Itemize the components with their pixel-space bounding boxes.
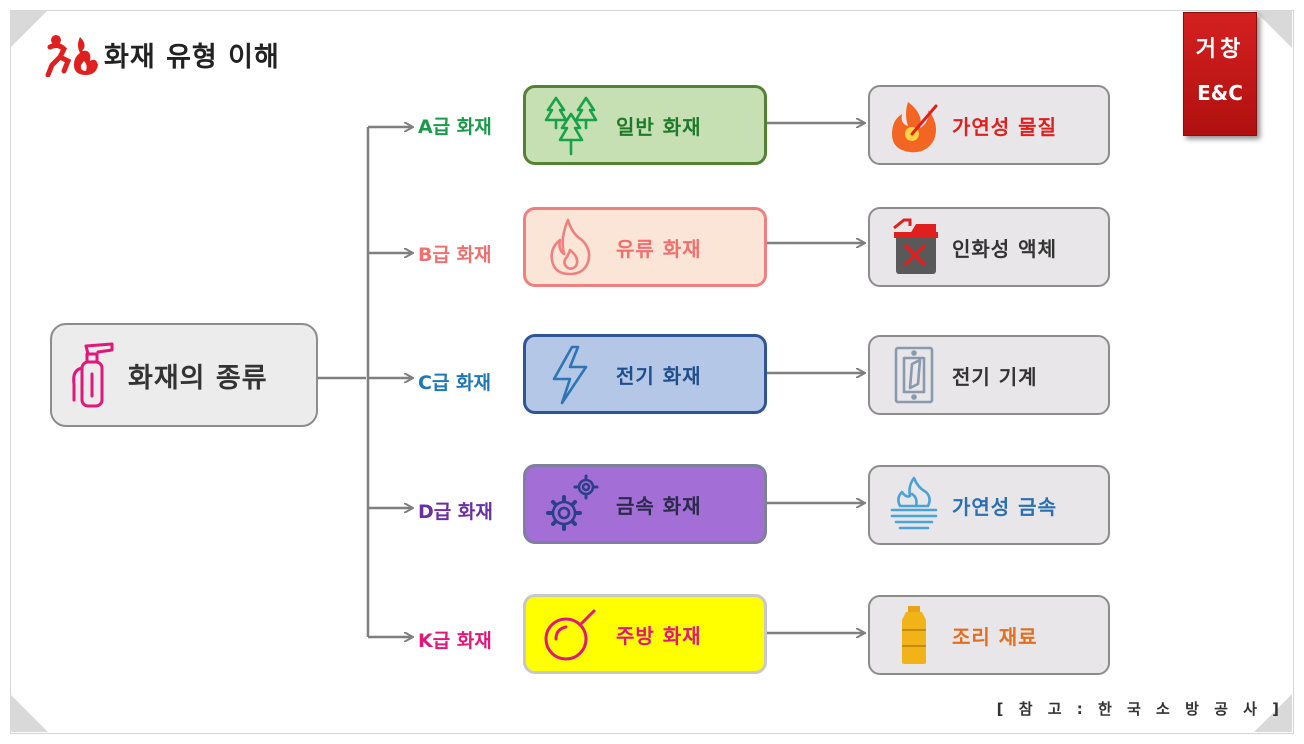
- material-cooking-ingredients: 조리 재료: [868, 595, 1110, 675]
- fire-type-metal: 금속 화재: [523, 464, 767, 544]
- title-area: 화재 유형 이해: [44, 34, 280, 77]
- corner-fold-top-left: [10, 10, 48, 48]
- corner-fold-top-right: [1254, 10, 1292, 48]
- burning-match-icon: [892, 102, 938, 153]
- class-label-b: B급 화재: [418, 244, 492, 266]
- fire-type-general: 일반 화재: [523, 85, 767, 165]
- badge-line-2: E&C: [1197, 81, 1243, 105]
- company-badge: 거창 E&C: [1183, 12, 1257, 136]
- fire-type-oil: 유류 화재: [523, 207, 767, 287]
- gears-icon: [546, 474, 599, 531]
- badge-line-1: 거창: [1195, 37, 1245, 62]
- fuel-can-icon: [893, 218, 938, 274]
- trees-icon: [544, 96, 598, 156]
- fire-type-label: 유류 화재: [616, 236, 702, 261]
- burning-metal-icon: [890, 476, 938, 530]
- material-combustible: 가연성 물질: [868, 85, 1110, 165]
- oil-bottle-icon: [902, 606, 926, 664]
- material-flammable-liquid: 인화성 액체: [868, 207, 1110, 287]
- root-node: 화재의 종류: [50, 323, 318, 427]
- flame-icon: [550, 218, 591, 276]
- material-label: 가연성 금속: [952, 494, 1057, 519]
- material-combustible-metal: 가연성 금속: [868, 465, 1110, 545]
- class-label-c: C급 화재: [418, 372, 491, 394]
- fire-type-label: 일반 화재: [616, 114, 702, 139]
- material-electrical-equipment: 전기 기계: [868, 335, 1110, 415]
- page-title: 화재 유형 이해: [104, 41, 280, 73]
- root-label: 화재의 종류: [128, 362, 268, 394]
- fire-person-logo-icon: [45, 35, 98, 77]
- fire-type-label: 주방 화재: [616, 623, 702, 648]
- fire-type-label: 전기 화재: [616, 363, 702, 388]
- fire-type-kitchen: 주방 화재: [523, 594, 767, 674]
- switch-panel-icon: [894, 346, 934, 404]
- fire-type-label: 금속 화재: [616, 493, 702, 518]
- frying-pan-icon: [544, 609, 596, 661]
- material-label: 가연성 물질: [952, 114, 1057, 139]
- reference-note: [ 참 고 : 한 국 소 방 공 사 ]: [996, 700, 1284, 718]
- corner-fold-bottom-left: [10, 694, 48, 732]
- fire-extinguisher-icon: [72, 342, 114, 408]
- material-label: 전기 기계: [952, 364, 1038, 389]
- lightning-bolt-icon: [552, 345, 588, 405]
- material-label: 조리 재료: [952, 624, 1038, 649]
- corner-fold-bottom-right: [1254, 694, 1292, 732]
- class-label-d: D급 화재: [418, 501, 493, 523]
- material-label: 인화성 액체: [952, 236, 1057, 261]
- class-label-a: A급 화재: [418, 116, 492, 138]
- class-label-k: K급 화재: [418, 630, 492, 652]
- fire-type-electrical: 전기 화재: [523, 334, 767, 414]
